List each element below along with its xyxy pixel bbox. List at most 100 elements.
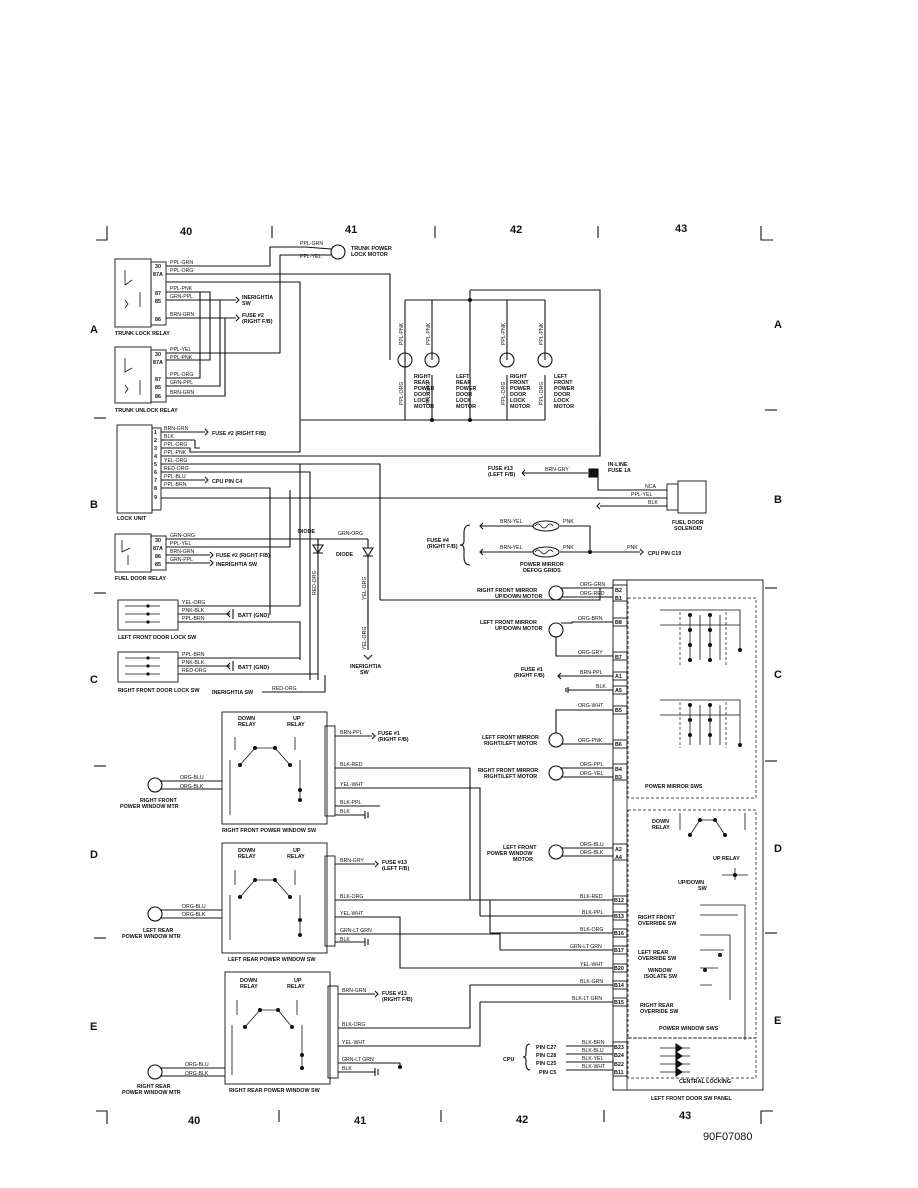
conn-b7: B7 [615, 655, 622, 661]
wire-brn-yel-2: BRN-YEL [500, 545, 523, 551]
wire-tu-30: PPL-YEL [170, 347, 191, 353]
rr-power-window-sw-label: RIGHT REAR POWER WINDOW SW [229, 1088, 321, 1094]
conn-b14: B14 [614, 983, 624, 989]
lock-unit-label: LOCK UNIT [117, 516, 147, 522]
wire-lrw-org-blk: ORG-BLK [182, 912, 206, 918]
door-lock-motors: PPL-PNK PPL-PNK PPL-PNK PPL-PNK PPL-ORG … [166, 281, 601, 455]
lock-unit: 1 2 3 4 5 6 7 8 9 LOCK UNIT BRN-GRN BLK … [116, 420, 665, 680]
figure-id: 90F07080 [703, 1131, 753, 1143]
rf-window-motor [147, 777, 163, 793]
ref-cpu-pin-c4: CPU PIN C4 [212, 479, 242, 485]
wire-rfw-brn-ppl: BRN-PPL [340, 730, 363, 736]
wire-rr-pnk: PPL-PNK [399, 322, 405, 345]
ref-fuse4-right: FUSE #4(RIGHT F/B) [427, 538, 458, 550]
ref-fuse2-fuel-door: FUSE #2 (RIGHT F/B) [216, 553, 270, 559]
fd-pin-30: 30 [155, 538, 161, 544]
conn-b23: B23 [614, 1045, 624, 1051]
ref-batt-gnd-rf: BATT (GND) [238, 665, 269, 671]
conn-b12: B12 [614, 898, 624, 904]
ref-inerightia-rf: INERIGHTIA SW [212, 690, 254, 696]
wire-yel-org-v: YEL-ORG [362, 577, 368, 600]
wire-lu-7: PPL-BLU [164, 474, 186, 480]
wire-lrw-org-blu: ORG-BLU [182, 904, 206, 910]
wire-rfw-org-blk: ORG-BLK [180, 784, 204, 790]
lf-door-sw-panel: LEFT FRONT DOOR SW PANEL POWER MIRROR SW… [470, 579, 764, 1102]
lock-unit-box [116, 424, 153, 514]
power-mirror-sws-box [627, 597, 757, 799]
tl-pin-85: 85 [155, 299, 161, 305]
tu-pin-87a: 87A [153, 360, 163, 366]
wire-fd-85: GRN-PPL [170, 557, 193, 563]
wire-rr-org: PPL-ORG [399, 382, 405, 405]
power-window-sws-label: POWER WINDOW SWS [659, 1026, 719, 1032]
lr-lock-motor-circle [424, 352, 440, 368]
wire-b17: GRN-LT GRN [570, 944, 602, 950]
cpu-pin-c27: PIN C27 [536, 1045, 556, 1051]
lf-door-lock-sw-box [117, 599, 179, 631]
wire-lrw-brn-gry: BRN-GRY [340, 858, 364, 864]
wire-fd-30: GRN-ORG [170, 533, 195, 539]
ref-fuse1-right-mirror: FUSE #1(RIGHT F/B) [514, 667, 545, 679]
row-label-e-left: E [90, 1021, 97, 1033]
wire-pnk-1: PNK [563, 519, 574, 525]
col-label-43-top: 43 [675, 223, 687, 235]
mirror-switch-internals [660, 609, 742, 748]
wire-lu-5: YEL-ORG [164, 458, 187, 464]
lf-lock-motor-circle [537, 352, 553, 368]
interconnect-wires [380, 588, 601, 601]
conn-b2: B2 [615, 588, 622, 594]
wire-rfw-blk: BLK [340, 809, 350, 815]
ref-inerightia-fuel-door: INERIGHTIA SW [216, 562, 258, 568]
conn-b3: B3 [615, 775, 622, 781]
wire-rrw-brn-grn: BRN-GRN [342, 988, 366, 994]
wire-tu-87a: PPL-PNK [170, 355, 193, 361]
wire-rrw-blk: BLK [342, 1066, 352, 1072]
row-label-c-left: C [90, 674, 98, 686]
lu-pin-4: 4 [154, 454, 157, 460]
rf-mirror-updown-motor [548, 585, 564, 601]
wire-b15: BLK-LT GRN [572, 996, 602, 1002]
wire-yel-org-v2: YEL-ORG [362, 627, 368, 650]
ref-cpu-pin-c19: CPU PIN C19 [648, 551, 681, 557]
wire-b11: BLK-WHT [582, 1064, 606, 1070]
central-locking-label: CENTRAL LOCKING [679, 1079, 731, 1085]
conn-b4: B4 [615, 767, 622, 773]
wire-b22: BLK-YEL [582, 1056, 603, 1062]
conn-b22: B22 [614, 1062, 624, 1068]
wire-b14: BLK-GRN [580, 979, 603, 985]
wire-rfm-b2: ORG-GRN [580, 582, 605, 588]
lf-door-sw-panel-box [612, 579, 764, 1091]
tl-pin-87a: 87A [153, 272, 163, 278]
row-label-b-right: B [774, 494, 782, 506]
trunk-relays: 30 87A 87 85 86 30 87A 87 85 86 TRUNK LO… [114, 246, 391, 414]
wire-rfdl-3: RED-ORG [182, 668, 207, 674]
wire-lu-8: PPL-BRN [164, 482, 187, 488]
rf-door-lock-sw-label: RIGHT FRONT DOOR LOCK SW [118, 688, 200, 694]
trunk-lock-relay-label: TRUNK LOCK RELAY [115, 331, 170, 337]
wire-trunk-motor-bottom: PPL-YEL [300, 254, 321, 260]
wire-lu-4: PPL-PNK [164, 450, 187, 456]
grid-markers: 40 41 42 43 40 41 42 43 A B C D E A B C … [90, 223, 782, 1143]
lr-window-motor [147, 906, 163, 922]
lu-pin-7: 7 [154, 478, 157, 484]
trunk-unlock-relay-pins [150, 349, 167, 403]
lu-pin-2: 2 [154, 438, 157, 444]
wire-rfdl-1: PPL-BRN [182, 652, 205, 658]
wire-rfw-blk-ppl: BLK-PPL [340, 800, 361, 806]
diode-label-1: DIODE [298, 529, 315, 535]
wire-tl-85: GRN-PPL [170, 294, 193, 300]
wire-rfw-org-blu: ORG-BLU [180, 775, 204, 781]
conn-b13: B13 [614, 914, 624, 920]
